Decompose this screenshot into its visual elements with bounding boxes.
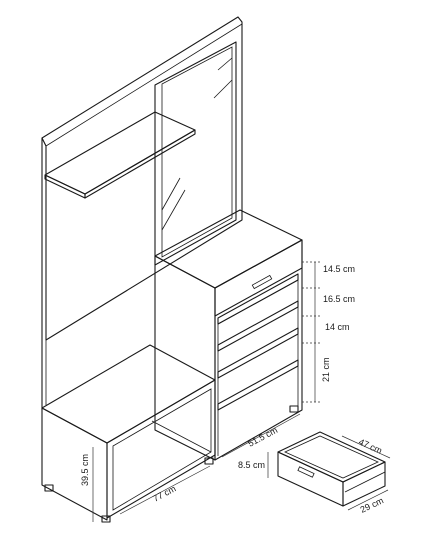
dimension-label-shelf-1: 16.5 cm — [323, 294, 355, 304]
dimension-label-cabinet-depth: 51.5 cm — [246, 425, 279, 449]
dimension-label-drawer-height: 8.5 cm — [238, 460, 265, 470]
dimension-label-shelf-3: 21 cm — [321, 357, 331, 382]
dimension-label-bench-height: 39.5 cm — [80, 454, 90, 486]
dimension-label-bench-width: 77 cm — [151, 483, 177, 503]
dimension-label-drawer-zone: 14.5 cm — [323, 264, 355, 274]
detached-drawer — [277, 431, 386, 507]
dimension-label-drawer-width: 47 cm — [357, 437, 383, 456]
dimension-lines — [92, 261, 391, 522]
top-shelf — [44, 111, 196, 199]
bench — [41, 344, 216, 523]
mirror — [154, 41, 237, 266]
shoe-cabinet — [154, 209, 303, 465]
back-panel — [41, 16, 243, 411]
dimension-label-shelf-2: 14 cm — [325, 322, 350, 332]
